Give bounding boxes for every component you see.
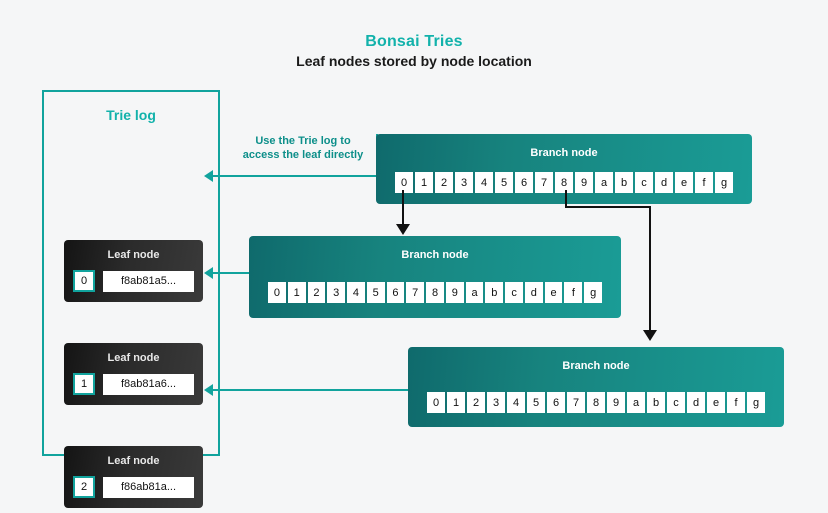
leaf-node-label: Leaf node	[107, 249, 160, 261]
branch-node-cells: 0 1 2 3 4 5 6 7 8 9 a b c d e f g	[427, 392, 765, 413]
branch-cell[interactable]: b	[615, 172, 633, 193]
leaf-node-label: Leaf node	[107, 455, 160, 467]
branch-node-label: Branch node	[562, 360, 630, 372]
branch-node-label: Branch node	[401, 249, 469, 261]
leaf-node-row: 0 f8ab81a5...	[73, 270, 194, 292]
leaf-node-row: 2 f86ab81a...	[73, 476, 194, 498]
leaf-hash-value: f8ab81a5...	[103, 270, 194, 292]
branch-cell[interactable]: d	[687, 392, 705, 413]
page-subtitle: Leaf nodes stored by node location	[296, 53, 532, 69]
leaf-node-2[interactable]: Leaf node 2 f86ab81a...	[64, 446, 203, 508]
branch-node-cells: 0 1 2 3 4 5 6 7 8 9 a b c d e f g	[395, 172, 733, 193]
arrowhead-branch3-icon	[643, 330, 657, 341]
branch-node-3[interactable]: Branch node 0 1 2 3 4 5 6 7 8 9 a b c d …	[408, 347, 784, 427]
branch-cell[interactable]: f	[727, 392, 745, 413]
branch-cell[interactable]: 5	[495, 172, 513, 193]
branch-cell[interactable]: f	[564, 282, 583, 303]
annotation-text: Use the Trie log to access the leaf dire…	[228, 134, 378, 162]
leaf-index-box: 0	[73, 270, 95, 292]
branch-cell[interactable]: a	[627, 392, 645, 413]
leaf-index-box: 1	[73, 373, 95, 395]
leaf-node-row: 1 f8ab81a6...	[73, 373, 194, 395]
connector-branch1-cell8-segment-right	[565, 206, 650, 208]
leaf-node-1[interactable]: Leaf node 1 f8ab81a6...	[64, 343, 203, 405]
branch-node-cells: 0 1 2 3 4 5 6 7 8 9 a b c d e f g	[268, 282, 603, 303]
branch-cell[interactable]: 9	[575, 172, 593, 193]
branch-cell[interactable]: 2	[307, 282, 326, 303]
branch-cell[interactable]: 3	[455, 172, 473, 193]
branch-cell[interactable]: b	[485, 282, 504, 303]
arrowhead-leaf1-icon	[204, 267, 213, 279]
branch-node-2[interactable]: Branch node 0 1 2 3 4 5 6 7 8 9 a b c d …	[249, 236, 621, 318]
branch-cell[interactable]: f	[695, 172, 713, 193]
branch-cell[interactable]: e	[707, 392, 725, 413]
trie-log-title: Trie log	[106, 107, 156, 123]
branch-cell[interactable]: a	[465, 282, 484, 303]
branch-cell[interactable]: d	[655, 172, 673, 193]
page-title: Bonsai Tries	[365, 33, 463, 50]
branch-cell[interactable]: 3	[487, 392, 505, 413]
branch-cell[interactable]: 0	[268, 282, 286, 303]
branch-cell[interactable]: 5	[527, 392, 545, 413]
branch-cell[interactable]: 1	[415, 172, 433, 193]
connector-branch1-cell0-to-branch2	[402, 190, 404, 230]
branch-cell[interactable]: g	[715, 172, 733, 193]
branch-cell[interactable]: 7	[406, 282, 425, 303]
leaf-hash-value: f8ab81a6...	[103, 373, 194, 395]
branch-cell[interactable]: a	[595, 172, 613, 193]
branch-cell[interactable]: 8	[555, 172, 573, 193]
branch-cell[interactable]: c	[635, 172, 653, 193]
arrowhead-leaf0-icon	[204, 170, 213, 182]
branch-node-1[interactable]: Branch node 0 1 2 3 4 5 6 7 8 9 a b c d …	[376, 134, 752, 204]
annotation-line-1: Use the Trie log to	[255, 135, 351, 147]
connector-branch1-to-leaf0	[213, 175, 376, 177]
arrowhead-leaf2-icon	[204, 384, 213, 396]
leaf-node-label: Leaf node	[107, 352, 160, 364]
branch-cell[interactable]: e	[544, 282, 563, 303]
branch-cell[interactable]: 5	[366, 282, 385, 303]
trie-log-panel: Trie log Leaf node 0 f8ab81a5... Leaf no…	[42, 90, 220, 508]
branch-cell[interactable]: 4	[347, 282, 365, 303]
connector-branch3-to-leaf2	[213, 389, 408, 391]
branch-cell[interactable]: 2	[435, 172, 453, 193]
branch-cell[interactable]: 2	[467, 392, 485, 413]
branch-cell[interactable]: 4	[507, 392, 525, 413]
connector-branch1-cell8-segment-down	[565, 190, 567, 208]
branch-cell[interactable]: e	[675, 172, 693, 193]
branch-node-label: Branch node	[530, 147, 598, 159]
branch-cell[interactable]: d	[524, 282, 543, 303]
branch-cell[interactable]: 0	[395, 172, 413, 193]
branch-cell[interactable]: 6	[386, 282, 405, 303]
branch-cell[interactable]: c	[667, 392, 685, 413]
branch-cell[interactable]: 6	[515, 172, 533, 193]
branch-cell[interactable]: 7	[567, 392, 585, 413]
branch-cell[interactable]: 7	[535, 172, 553, 193]
leaf-hash-value: f86ab81a...	[103, 476, 194, 498]
branch-cell[interactable]: 9	[607, 392, 625, 413]
connector-branch2-to-leaf1	[213, 272, 249, 274]
branch-cell[interactable]: g	[747, 392, 765, 413]
branch-cell[interactable]: 1	[447, 392, 465, 413]
branch-cell[interactable]: 3	[327, 282, 346, 303]
branch-cell[interactable]: 1	[287, 282, 306, 303]
annotation-line-2: access the leaf directly	[242, 149, 364, 161]
branch-cell[interactable]: c	[505, 282, 523, 303]
connector-branch1-cell8-segment-down2	[649, 206, 651, 336]
branch-cell[interactable]: 0	[427, 392, 445, 413]
branch-cell[interactable]: 6	[547, 392, 565, 413]
leaf-index-box: 2	[73, 476, 95, 498]
branch-cell[interactable]: 8	[426, 282, 444, 303]
branch-cell[interactable]: 8	[587, 392, 605, 413]
arrowhead-branch2-icon	[396, 224, 410, 235]
branch-cell[interactable]: 9	[445, 282, 464, 303]
branch-cell[interactable]: b	[647, 392, 665, 413]
branch-cell[interactable]: g	[584, 282, 603, 303]
leaf-node-0[interactable]: Leaf node 0 f8ab81a5...	[64, 240, 203, 302]
branch-cell[interactable]: 4	[475, 172, 493, 193]
